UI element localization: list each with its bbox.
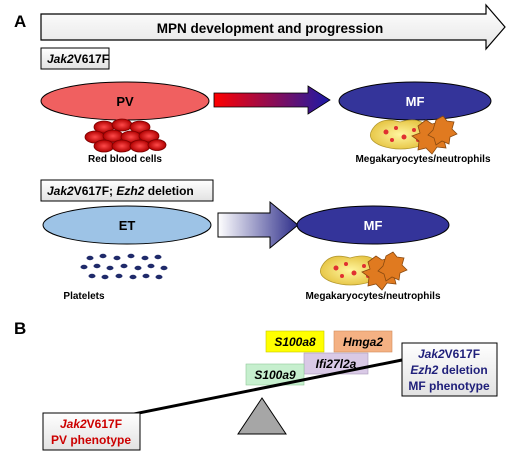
svg-text:Jak2V617F: Jak2V617F — [60, 417, 122, 431]
svg-text:Jak2V617F: Jak2V617F — [418, 347, 480, 361]
progression-label: MPN development and progression — [157, 21, 384, 36]
gene-label-ifi27l2a: Ifi27l2a — [316, 357, 357, 371]
left-box-rest: V617F — [87, 417, 122, 431]
panel-b-letter: B — [14, 319, 26, 338]
seesaw-fulcrum — [237, 397, 287, 435]
row1-genotype-italic: Jak2 — [47, 52, 74, 66]
progression-arrow — [40, 3, 506, 51]
right-box-line2-rest: deletion — [438, 363, 487, 377]
et-ellipse-label: ET — [119, 218, 136, 233]
megakaryocytes-icon-row1 — [369, 115, 458, 155]
right-box-rest: V617F — [445, 347, 480, 361]
gene-box-hmga2: Hmga2 — [333, 330, 393, 353]
pv-ellipse-label: PV — [116, 94, 134, 109]
mf-ellipse-row1-label: MF — [406, 94, 425, 109]
et-ellipse — [42, 205, 212, 245]
gene-label-s100a8: S100a8 — [274, 335, 316, 349]
left-box-italic: Jak2 — [60, 417, 87, 431]
megakaryocytes-icon-row2 — [319, 251, 408, 291]
pv-to-mf-arrow — [213, 85, 331, 115]
row2-genotype-mid: V617F; — [74, 184, 117, 198]
gene-box-s100a8: S100a8 — [265, 330, 325, 353]
mf-ellipse-row2 — [296, 205, 450, 245]
row2-genotype-rest: deletion — [144, 184, 193, 198]
right-box-italic: Jak2 — [418, 347, 445, 361]
left-box-line2: PV phenotype — [51, 433, 131, 447]
seesaw-beam — [103, 358, 403, 422]
gene-box-s100a9: S100a9 — [245, 363, 305, 386]
platelets-caption: Platelets — [63, 291, 105, 302]
mk-caption-row1: Megakaryocytes/neutrophils — [355, 154, 490, 165]
right-box-line2-italic: Ezh2 — [410, 363, 438, 377]
svg-text:Jak2V617F; Ezh2 deletion: Jak2V617F; Ezh2 deletion — [47, 184, 194, 198]
gene-label-hmga2: Hmga2 — [343, 335, 383, 349]
row2-genotype-italic: Jak2 — [47, 184, 74, 198]
mf-phenotype-box: Jak2V617F Ezh2 deletion MF phenotype — [401, 342, 498, 397]
right-box-line3: MF phenotype — [408, 379, 490, 393]
panel-a-letter: A — [14, 12, 26, 31]
row1-genotype-rest: V617F — [74, 52, 109, 66]
svg-text:Jak2V617F: Jak2V617F — [47, 52, 109, 66]
mf-ellipse-row2-label: MF — [364, 218, 383, 233]
svg-text:Ezh2 deletion: Ezh2 deletion — [410, 363, 487, 377]
et-to-mf-arrow — [217, 200, 299, 250]
row2-genotype-italic2: Ezh2 — [116, 184, 144, 198]
gene-box-ifi27l2a: Ifi27l2a — [303, 352, 369, 375]
rbc-caption: Red blood cells — [88, 154, 162, 165]
gene-label-s100a9: S100a9 — [254, 368, 296, 382]
row1-genotype-box: Jak2V617F — [40, 47, 110, 70]
row2-genotype-box: Jak2V617F; Ezh2 deletion — [40, 179, 214, 202]
mk-caption-row2: Megakaryocytes/neutrophils — [305, 291, 440, 302]
pv-phenotype-box: Jak2V617F PV phenotype — [42, 412, 141, 451]
red-blood-cells-icon — [84, 118, 167, 153]
platelets-icon — [80, 253, 168, 280]
